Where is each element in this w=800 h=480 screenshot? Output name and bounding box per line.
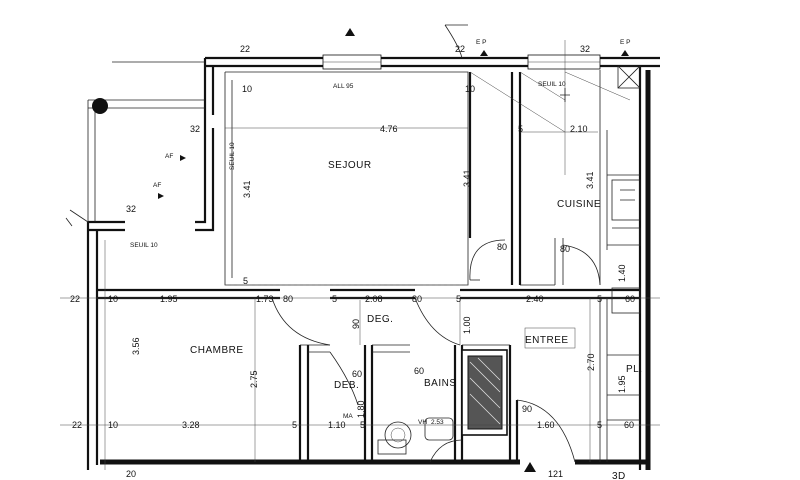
- dim-label: MA: [343, 413, 353, 420]
- entry-arrow-icon: [524, 462, 536, 472]
- bathtub: [461, 349, 508, 436]
- dim-label: 2.08: [365, 294, 383, 304]
- dim-label: 10: [108, 294, 118, 304]
- dim-label: 1.10: [328, 420, 346, 430]
- door-swings: [271, 239, 601, 463]
- dim-label: 1.00: [462, 316, 472, 334]
- interior-walls: [97, 70, 641, 462]
- room-label-bains: BAINS: [424, 378, 457, 389]
- dim-label: 3.28: [182, 420, 200, 430]
- room-label-deg: DEG.: [367, 314, 393, 325]
- dim-label: 5: [597, 294, 602, 304]
- dim-label: 22: [240, 44, 250, 54]
- dim-label: 90: [522, 404, 532, 414]
- dim-label: 5: [456, 294, 461, 304]
- dim-label: 121: [548, 469, 563, 479]
- dim-label: 1.60: [537, 420, 555, 430]
- dim-label: 2.53: [431, 419, 444, 426]
- dim-label: 80: [412, 294, 422, 304]
- dim-label: 80: [497, 242, 507, 252]
- dim-label: 10: [242, 84, 252, 94]
- dim-label: 5: [518, 124, 523, 134]
- af-arrow-icon: [180, 155, 186, 161]
- dim-label: 90: [351, 319, 361, 329]
- ep-arrow-icon: [480, 50, 488, 56]
- room-label-sejour: SEJOUR: [328, 160, 372, 171]
- dim-label: SEUIL 10: [130, 242, 158, 249]
- dim-label: 2.10: [570, 124, 588, 134]
- dim-label: 5: [292, 420, 297, 430]
- dim-label: 3.56: [131, 337, 141, 355]
- dim-label: VH: [418, 419, 427, 426]
- dim-label: 3.41: [462, 169, 472, 187]
- ep-arrow-icon: [621, 50, 629, 56]
- dimension-lines: [60, 40, 660, 470]
- dim-label: 80: [560, 244, 570, 254]
- dim-label: 5: [360, 420, 365, 430]
- dim-label: 32: [126, 204, 136, 214]
- room-label-pl: PL.: [626, 364, 643, 375]
- dim-label: 60: [352, 369, 362, 379]
- room-label-entree: ENTREE: [525, 335, 569, 346]
- dim-label: 5: [243, 276, 248, 286]
- fixtures: [377, 65, 641, 455]
- balcony: [65, 24, 468, 227]
- dim-label: 1.95: [617, 375, 627, 393]
- dim-label: 60: [624, 420, 634, 430]
- dim-label: 22: [72, 420, 82, 430]
- dim-label: 3D: [612, 471, 626, 480]
- dim-label: 4.76: [380, 124, 398, 134]
- dim-label: 3.41: [242, 180, 252, 198]
- ep-label: E P: [620, 39, 630, 46]
- room-label-deb: DEB.: [334, 380, 359, 391]
- dim-label: 60: [625, 294, 635, 304]
- dim-label: 2.40: [526, 294, 544, 304]
- arrow-icons: [158, 28, 629, 472]
- dim-label: 22: [455, 44, 465, 54]
- af-arrow-icon: [158, 193, 164, 199]
- dim-label: 5: [597, 420, 602, 430]
- ep-label: E P: [476, 39, 486, 46]
- room-label-cuisine: CUISINE: [557, 199, 601, 210]
- af-label: AF: [165, 153, 173, 160]
- dim-label: 5: [332, 294, 337, 304]
- dim-label: SEUIL 10: [538, 81, 566, 88]
- north-arrow-icon: [345, 28, 355, 36]
- af-label: AF: [153, 182, 161, 189]
- dim-label: 10: [465, 84, 475, 94]
- dim-label: 1.73: [256, 294, 274, 304]
- dim-label: 2.70: [586, 353, 596, 371]
- dim-label: 22: [70, 294, 80, 304]
- dim-label: 80: [283, 294, 293, 304]
- dim-label: 3.41: [585, 171, 595, 189]
- dim-label: ALL 95: [333, 83, 354, 90]
- dim-label: 1.95: [160, 294, 178, 304]
- dim-label: 10: [108, 420, 118, 430]
- dim-label: 32: [190, 124, 200, 134]
- dim-label: 1.80: [356, 400, 366, 418]
- room-label-chambre: CHAMBRE: [190, 345, 244, 356]
- dim-label: 32: [580, 44, 590, 54]
- dim-label: 1.40: [617, 264, 627, 282]
- dim-label: 2.75: [249, 370, 259, 388]
- dim-label: 60: [414, 366, 424, 376]
- dim-label: SEUIL 10: [229, 142, 236, 170]
- exterior-walls: [86, 54, 660, 470]
- dim-label: 20: [126, 469, 136, 479]
